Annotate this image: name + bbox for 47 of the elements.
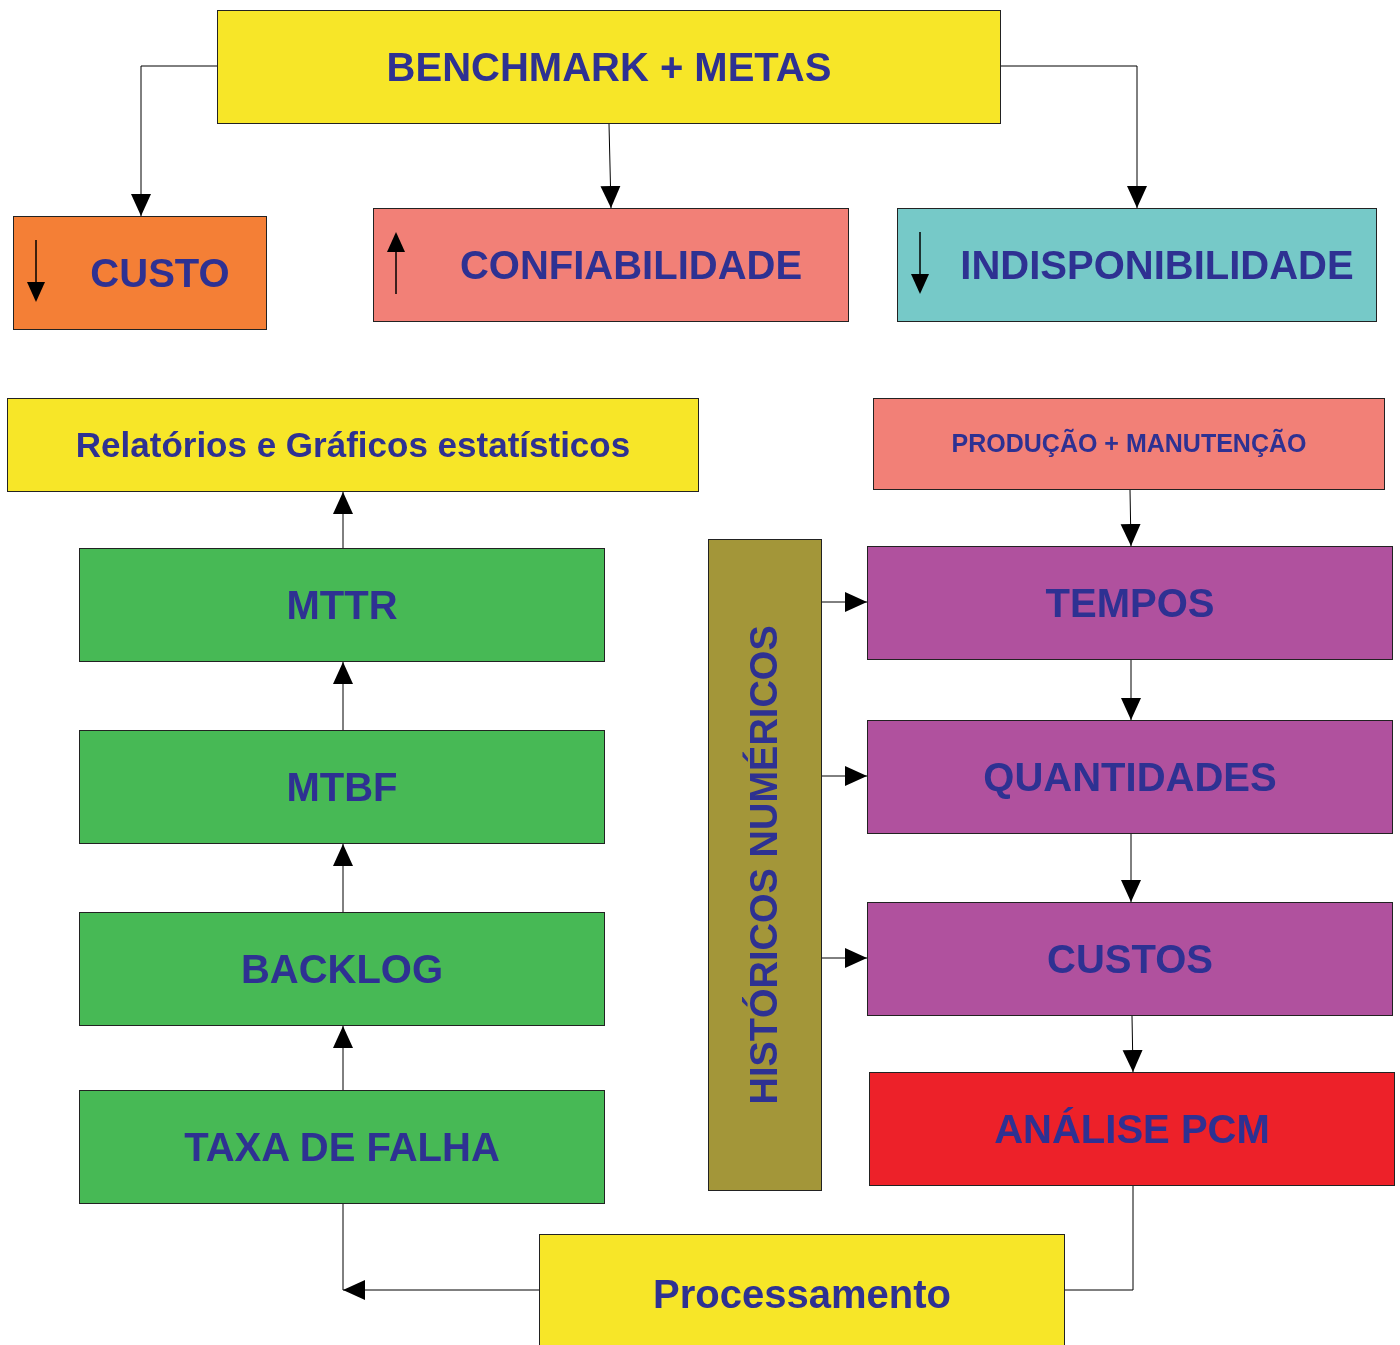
process-box bbox=[79, 1090, 605, 1204]
process-box bbox=[867, 720, 1393, 834]
box-label: PRODUÇÃO + MANUTENÇÃO bbox=[951, 430, 1307, 458]
process-box bbox=[867, 902, 1393, 1016]
arrow bbox=[1122, 1015, 1143, 1073]
arrow bbox=[821, 766, 868, 786]
metric-box bbox=[13, 216, 267, 330]
box-label: BACKLOG bbox=[240, 947, 444, 991]
arrow bbox=[333, 843, 353, 913]
metric-box bbox=[897, 208, 1377, 322]
box-label: TEMPOS bbox=[1045, 581, 1215, 625]
vertical-band bbox=[708, 539, 822, 1191]
process-box bbox=[79, 548, 605, 662]
goal-box bbox=[217, 10, 1001, 124]
arrow bbox=[333, 661, 353, 731]
arrow bbox=[333, 1025, 353, 1091]
box-label: CONFIABILIDADE bbox=[459, 243, 803, 287]
arrow bbox=[600, 123, 621, 209]
process-box bbox=[867, 546, 1393, 660]
arrow bbox=[342, 1280, 540, 1300]
box-label: QUANTIDADES bbox=[983, 755, 1277, 799]
arrow bbox=[1000, 65, 1147, 209]
box-label: MTTR bbox=[286, 583, 398, 627]
arrow bbox=[821, 592, 868, 612]
box-label: CUSTOS bbox=[1047, 937, 1213, 981]
source-box bbox=[873, 398, 1385, 490]
arrow bbox=[333, 491, 353, 549]
box-label: MTBF bbox=[286, 765, 398, 809]
process-box bbox=[539, 1234, 1065, 1345]
box-label: TAXA DE FALHA bbox=[184, 1125, 500, 1169]
box-label: HISTÓRICOS NUMÉRICOS bbox=[744, 625, 786, 1105]
arrow bbox=[1121, 659, 1141, 721]
box-label: CUSTO bbox=[90, 251, 230, 295]
process-box bbox=[79, 912, 605, 1026]
box-label: Processamento bbox=[653, 1272, 951, 1316]
process-box bbox=[79, 730, 605, 844]
arrow bbox=[131, 65, 218, 217]
arrow bbox=[1121, 833, 1141, 903]
analysis-box bbox=[869, 1072, 1395, 1186]
metric-box bbox=[373, 208, 849, 322]
box-label: BENCHMARK + METAS bbox=[386, 45, 832, 89]
arrow bbox=[821, 948, 868, 968]
box-label: INDISPONIBILIDADE bbox=[960, 243, 1354, 287]
report-box bbox=[7, 398, 699, 492]
arrow bbox=[1120, 489, 1141, 547]
box-label: ANÁLISE PCM bbox=[994, 1107, 1270, 1151]
box-label: Relatórios e Gráficos estatísticos bbox=[75, 425, 631, 465]
